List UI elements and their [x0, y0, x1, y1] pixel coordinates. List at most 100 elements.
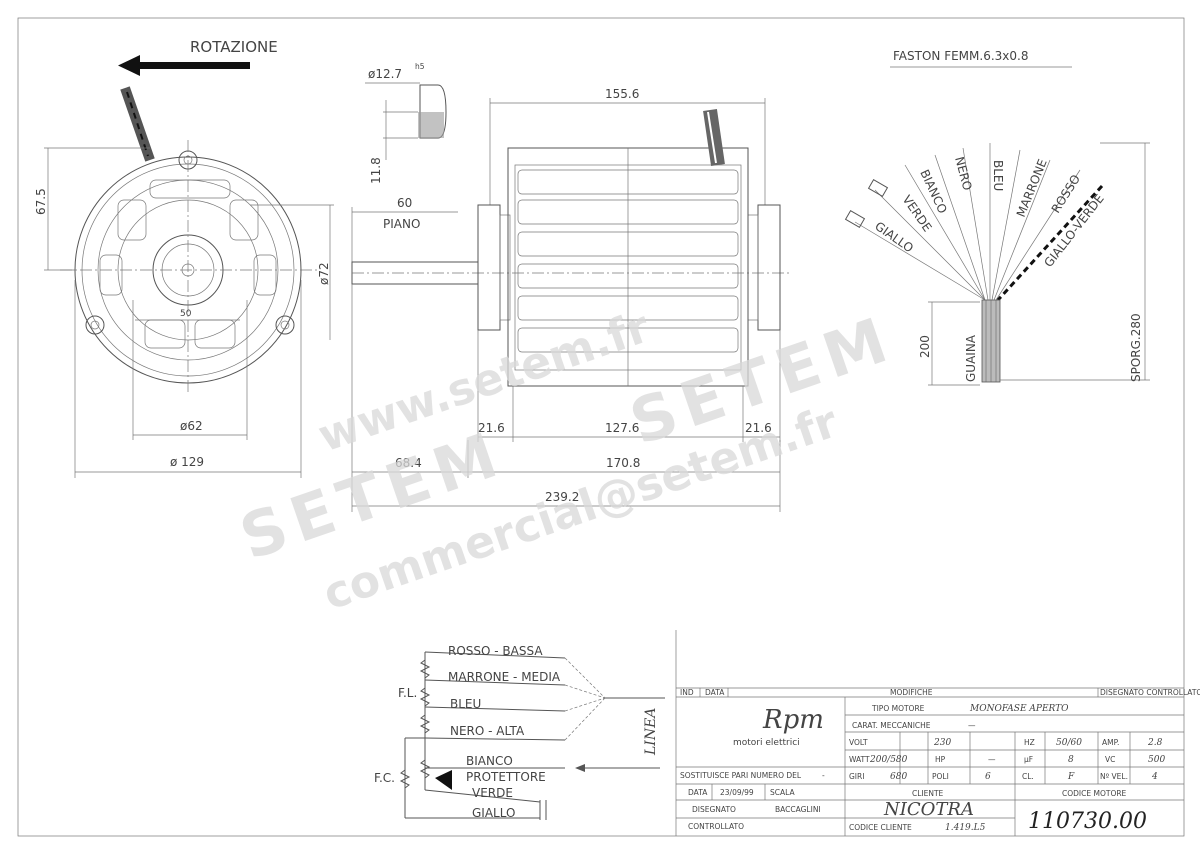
tb-poli-label: POLI: [932, 772, 949, 781]
faston-connector-2: [867, 178, 889, 198]
tb-hz: 50/60: [1056, 738, 1082, 748]
motor-front-view: ROTAZIONE: [34, 38, 334, 478]
tb-tipo-motore-label: TIPO MOTORE: [871, 704, 925, 713]
dim-239-2: 239.2: [545, 490, 579, 504]
tb-cliente: NICOTRA: [883, 799, 974, 820]
tb-ind: IND: [680, 688, 694, 697]
dim-60: 60: [397, 196, 412, 210]
tb-uf: 8: [1068, 755, 1074, 765]
tb-volt: 230: [933, 738, 951, 748]
dim-155-6: 155.6: [605, 87, 639, 101]
schematic-protettore: PROTETTORE: [466, 770, 546, 784]
tb-data-value: 23/09/99: [720, 788, 754, 797]
tb-modifiche: MODIFICHE: [890, 688, 933, 697]
tb-giri-label: GIRI: [849, 772, 864, 781]
body-lead-wires: [703, 108, 725, 167]
schematic-nero-alta: NERO - ALTA: [450, 724, 525, 738]
tb-cl: F: [1067, 772, 1075, 782]
title-block: IND DATA MODIFICHE DISEGNATO CONTROLLATO…: [675, 630, 1200, 836]
schematic-giallo: GIALLO: [472, 806, 515, 820]
dim-200: 200: [918, 335, 932, 358]
wiring-schematic: ROSSO - BASSA MARRONE - MEDIA BLEU NERO …: [374, 644, 665, 820]
tb-vc-label: VC: [1105, 755, 1115, 764]
schematic-verde: VERDE: [472, 786, 513, 800]
tb-cliente-label: CLIENTE: [912, 789, 944, 798]
tb-sostituisce-value: -: [822, 771, 825, 780]
tb-uf-label: µF: [1024, 755, 1033, 764]
tb-cl-label: CL.: [1022, 772, 1034, 781]
rotation-arrow-icon: [118, 55, 250, 76]
dim-62: ø62: [180, 419, 203, 433]
tb-poli: 6: [985, 772, 991, 782]
rotation-label: ROTAZIONE: [190, 38, 278, 56]
tb-hp: —: [988, 755, 996, 764]
tb-codice-cliente-label: CODICE CLIENTE: [849, 823, 912, 832]
tb-codice-motore: 110730.00: [1028, 809, 1147, 834]
tb-hz-label: HZ: [1024, 738, 1035, 747]
piano-label: PIANO: [383, 217, 420, 231]
guaina-label: GUAINA: [964, 334, 978, 382]
dim-50: 50: [180, 309, 192, 319]
wire-harness: FASTON FEMM.6.3x0.8 GIALLO VERDE BIANCO …: [844, 49, 1150, 386]
dim-72: ø72: [317, 262, 331, 285]
sheet-border: [17, 17, 1185, 837]
tb-codice-motore-label: CODICE MOTORE: [1062, 789, 1127, 798]
schematic-bianco: BIANCO: [466, 754, 513, 768]
tb-amp-label: AMP.: [1102, 738, 1119, 747]
shaft-diameter-label: ø12.7: [368, 67, 402, 81]
tb-amp: 2.8: [1147, 738, 1163, 748]
schematic-marrone-media: MARRONE - MEDIA: [448, 670, 561, 684]
rpm-logo: Rpm: [762, 705, 824, 735]
tb-tipo-motore: MONOFASE APERTO: [969, 704, 1069, 714]
shaft-tolerance-label: h5: [415, 62, 425, 71]
dim-11-8: 11.8: [369, 157, 383, 184]
dim-21-6-left: 21.6: [478, 421, 505, 435]
tb-nvel: 4: [1151, 772, 1158, 782]
schematic-fl: F.L.: [398, 686, 417, 700]
mount-hole-left: [85, 315, 105, 335]
motor-side-view: 155.6 60 PIANO 21.6 127.6: [351, 87, 790, 512]
tb-disegnato-value: BACCAGLINI: [775, 805, 821, 814]
tb-nvel-label: Nº VEL.: [1100, 772, 1128, 781]
tb-vc: 500: [1148, 755, 1165, 765]
tb-watt: 200/580: [869, 755, 908, 765]
tb-carat-value: —: [968, 721, 976, 730]
mount-hole-right: [275, 315, 295, 335]
dim-127-6: 127.6: [605, 421, 639, 435]
watermark: www.setem.fr SETEM SETEM commercial@sete…: [231, 301, 903, 620]
dim-sporg-280: SPORG.280: [1129, 313, 1143, 382]
shaft-section-detail: ø12.7 h5 11.8: [365, 62, 447, 184]
dim-170-8: 170.8: [606, 456, 640, 470]
lead-wire-bundle: [120, 86, 155, 162]
schematic-fc: F.C.: [374, 771, 395, 785]
wire-label-rosso: ROSSO: [1049, 172, 1083, 215]
schematic-linea: LINEA: [643, 708, 659, 756]
tb-codice-cliente: 1.419.L5: [945, 823, 986, 833]
faston-connector-1: [844, 209, 866, 229]
tb-data-label: DATA: [688, 788, 708, 797]
tb-hp-label: HP: [935, 755, 946, 764]
dim-129: ø 129: [170, 455, 204, 469]
tb-carat-label: CARAT. MECCANICHE: [852, 721, 931, 730]
dim-67-5: 67.5: [34, 188, 48, 215]
tb-data-header: DATA: [705, 688, 725, 697]
dim-21-6-right: 21.6: [745, 421, 772, 435]
tb-scala-label: SCALA: [770, 788, 795, 797]
earth-wire: [996, 184, 1104, 302]
tb-giri: 680: [890, 772, 907, 782]
wire-label-bleu: BLEU: [991, 160, 1005, 191]
faston-label: FASTON FEMM.6.3x0.8: [893, 49, 1028, 63]
tb-controllato-label: CONTROLLATO: [688, 822, 744, 831]
wire-label-marrone: MARRONE: [1014, 157, 1050, 219]
rpm-logo-sub: motori elettrici: [733, 738, 800, 748]
tb-watt-label: WATT: [849, 755, 870, 764]
schematic-rosso-bassa: ROSSO - BASSA: [448, 644, 543, 658]
tb-volt-label: VOLT: [849, 738, 868, 747]
wire-label-nero: NERO: [952, 155, 974, 192]
dim-68-4: 68.4: [395, 456, 422, 470]
tb-disegnato-label: DISEGNATO: [692, 805, 736, 814]
tb-sostituisce: SOSTITUISCE PARI NUMERO DEL: [680, 771, 802, 780]
tb-disegnato-controllato: DISEGNATO CONTROLLATO: [1100, 688, 1200, 697]
